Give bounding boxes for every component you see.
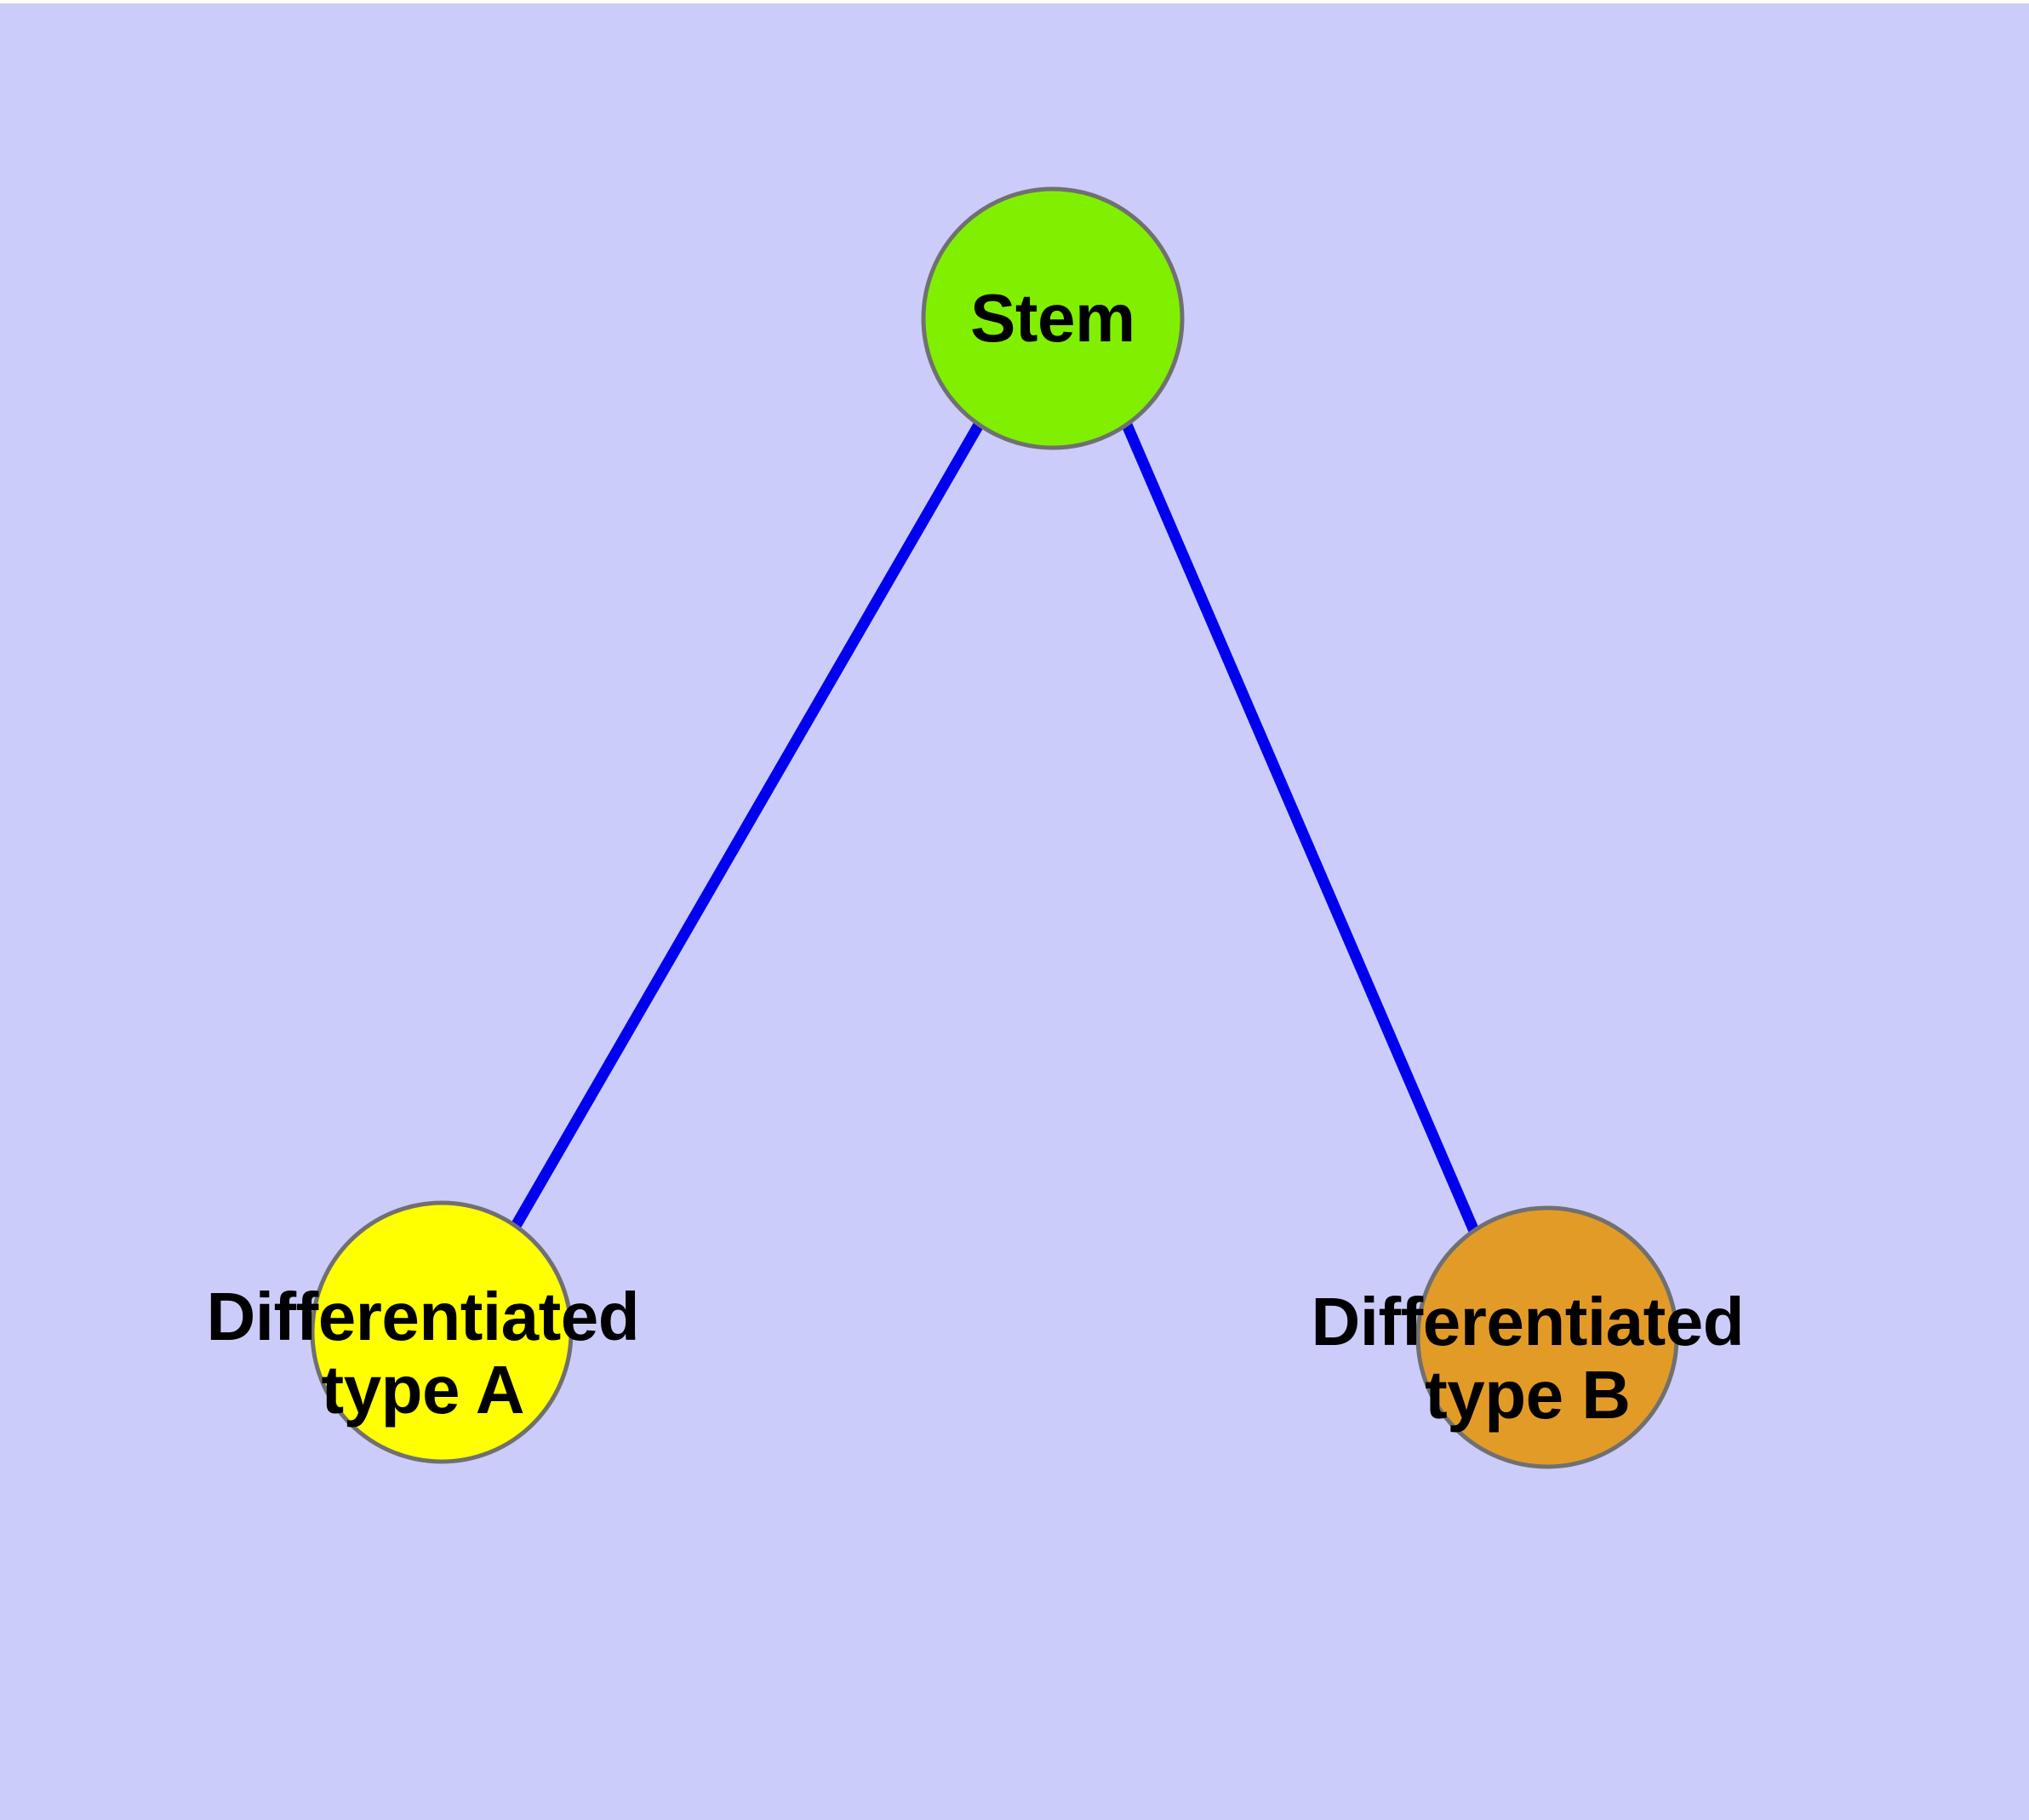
edges-layer: [511, 421, 1479, 1233]
graph-node-diff_b[interactable]: [1415, 1205, 1679, 1469]
graph-node-diff_a[interactable]: [310, 1200, 574, 1464]
graph-edge-stem-diff_a: [511, 421, 984, 1229]
nodes-layer: [310, 186, 1679, 1469]
graph-node-stem[interactable]: [921, 186, 1185, 450]
graph-edge-stem-diff_b: [1122, 422, 1479, 1233]
